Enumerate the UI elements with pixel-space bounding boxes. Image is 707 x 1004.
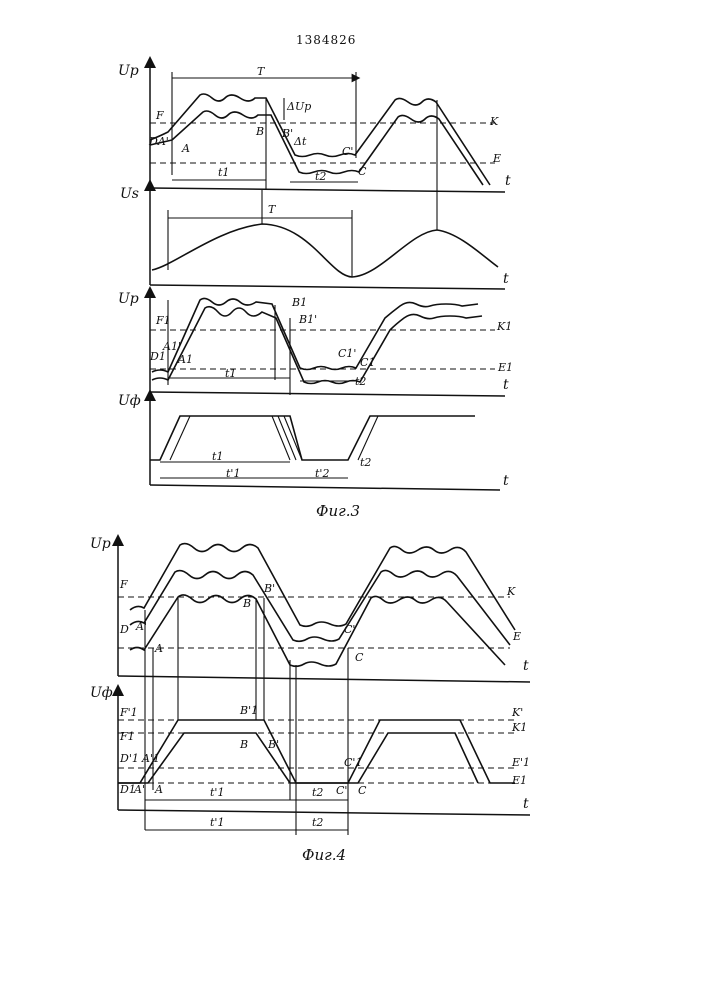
fig4-p2-y-label: Uф: [90, 685, 113, 701]
fig3-p2-t-label: t: [503, 271, 509, 287]
fig4-p2-c-label: C: [358, 784, 367, 797]
fig3-p1-t-label: t: [505, 173, 511, 189]
fig4-p1-c2-label: C': [344, 623, 355, 636]
fig3-p3-c1p-label: C1': [338, 347, 356, 360]
fig3-panel1: Up t T F K E DA' A B B' C' C ΔUp Δt t1 t…: [118, 62, 511, 192]
fig3-p4-t-axis: [150, 485, 500, 490]
fig3-panel2: Us t T: [120, 100, 509, 289]
fig4-p2-a-base-label: A': [133, 783, 145, 796]
fig4-p2-e2-label: E'1: [511, 756, 530, 769]
fig3-p1-t-axis: [150, 188, 505, 192]
fig4-p2-t2-label: t2: [312, 786, 323, 799]
fig4-p1-y-label: Up: [90, 536, 111, 552]
fig3-p3-t-label: t: [503, 377, 509, 393]
fig3-p1-t2-label: t2: [315, 170, 326, 183]
fig3-p3-t1-label: t1: [225, 367, 236, 380]
fig4-p2-a-label: A: [154, 783, 163, 796]
fig3-p3-t-axis: [150, 392, 505, 396]
fig3-p1-y-label: Up: [118, 63, 139, 79]
fig3-p4-t2p-label: t'2: [315, 467, 329, 480]
fig4-p2-lower-trapezoid: [118, 733, 478, 783]
fig3-p1-c-label: C: [358, 165, 367, 178]
fig3-p1-period-label: T: [257, 65, 266, 78]
fig3-p4-y-label: Uф: [118, 393, 141, 409]
fig3-p3-a1p-label: A1': [162, 340, 181, 353]
fig3-p2-period-label: T: [268, 203, 277, 216]
fig4-p1-upper-curve: [130, 544, 515, 630]
fig3-p3-c1-label: C1: [360, 356, 375, 369]
fig4-p1-e-label: E: [512, 630, 521, 643]
fig3-p3-k1-label: K1: [496, 320, 512, 333]
fig3-p2-t-axis: [150, 285, 505, 289]
fig3-panel3: Up t F1 K1 E1 D1 A1' A1 B1 B1' C1' C1 t1…: [118, 291, 513, 396]
fig3-p1-c2-label: C': [342, 145, 353, 158]
fig3-p3-f1-label: F1: [155, 314, 171, 327]
fig4-p1-t-axis: [118, 676, 530, 682]
fig4-p2-k1-label: K1: [511, 721, 527, 734]
fig4-p2-t1-label: t'1: [210, 786, 224, 799]
fig4-p1-lower-curve: [130, 595, 505, 666]
fig4-p1-k-label: K: [506, 585, 516, 598]
fig4-p2-upper-trapezoid: [118, 720, 515, 783]
fig4-p2-cp-label: C': [336, 784, 347, 797]
fig3-p1-a-label: A: [181, 142, 190, 155]
fig4-p2-t1b-label: t'1: [210, 816, 224, 829]
fig4-p2-e1-label: E1: [511, 774, 527, 787]
patent-number: 1384826: [296, 33, 356, 47]
fig4-p1-f-label: F: [119, 578, 128, 591]
fig4-p1-b2-label: B': [263, 582, 275, 595]
fig3-p3-e1-label: E1: [497, 361, 513, 374]
fig3-p3-a1-label: A1: [177, 353, 193, 366]
fig3-p3-t2-label: t2: [355, 375, 366, 388]
fig3-p4-pulse-rise2: [358, 416, 378, 460]
fig4-p2-t-label: t: [523, 796, 529, 812]
fig4-p2-c2-label: C'1: [344, 756, 362, 769]
fig3-p1-b-label: B: [255, 125, 264, 138]
fig4-p2-b2-label: B'1: [239, 704, 258, 717]
fig3-p3-upper-curve: [152, 298, 478, 372]
fig4-p2-t2b-label: t2: [312, 816, 323, 829]
fig3-p3-b1-label: B1: [291, 296, 307, 309]
fig3-p2-sine-curve: [152, 224, 498, 277]
fig4-panel2: Uф t F'1 F1 D'1 D1 A'1 A A' B'1 B B' C'1…: [90, 685, 530, 830]
fig3-p1-e-label: E: [492, 152, 501, 165]
fig3-p1-f-label: F: [155, 109, 164, 122]
fig3-p3-b1p-label: B1': [298, 313, 317, 326]
fig4-panel1: Up t F D K E A' A B B' C' C: [90, 536, 530, 682]
fig4-p2-bp-label: B': [267, 738, 279, 751]
fig3-p1-dt-label: Δt: [293, 135, 307, 148]
fig4-p1-c-label: C: [355, 651, 364, 664]
fig3-p4-t-label: t: [503, 473, 509, 489]
fig3-p4-pulse-front2: [170, 416, 190, 460]
fig4-p1-d-label: D: [119, 623, 129, 636]
fig3-p4-pulse-fall-family: [272, 416, 302, 460]
fig4-p2-a2-label: A'1: [141, 752, 160, 765]
fig3-p1-b2-label: B': [281, 127, 293, 140]
fig4-p2-t-axis: [118, 810, 530, 815]
fig3-p2-y-label: Us: [120, 186, 139, 202]
fig4-p2-f1-label: F1: [119, 730, 135, 743]
fig4-p2-k2-label: K': [511, 706, 523, 719]
fig3-p1-k-label: K: [489, 115, 499, 128]
fig3-p4-t1-label: t1: [212, 450, 223, 463]
fig4-p2-f2-label: F'1: [119, 706, 138, 719]
fig3-p1-da-label: DA': [148, 135, 169, 148]
fig4-p2-d2-label: D'1: [119, 752, 139, 765]
fig3-panel4: Uф t t1 t'1 t'2 t2: [118, 393, 509, 490]
fig3-p4-t2-label: t2: [360, 456, 371, 469]
fig3-p1-dup-label: ΔUp: [286, 100, 311, 113]
fig3-caption: Фиг.3: [316, 502, 360, 520]
fig4-p2-b-label: B: [239, 738, 248, 751]
fig3-p1-t1-label: t1: [218, 166, 229, 179]
fig4-p1-a-label: A: [154, 642, 163, 655]
fig3-p3-y-label: Up: [118, 291, 139, 307]
fig3-p4-pulse-main: [150, 416, 475, 460]
fig4-p1-t-label: t: [523, 658, 529, 674]
fig4-caption: Фиг.4: [302, 846, 346, 864]
fig3-p4-t1p-label: t'1: [226, 467, 240, 480]
fig4-p1-b-label: B: [242, 597, 251, 610]
